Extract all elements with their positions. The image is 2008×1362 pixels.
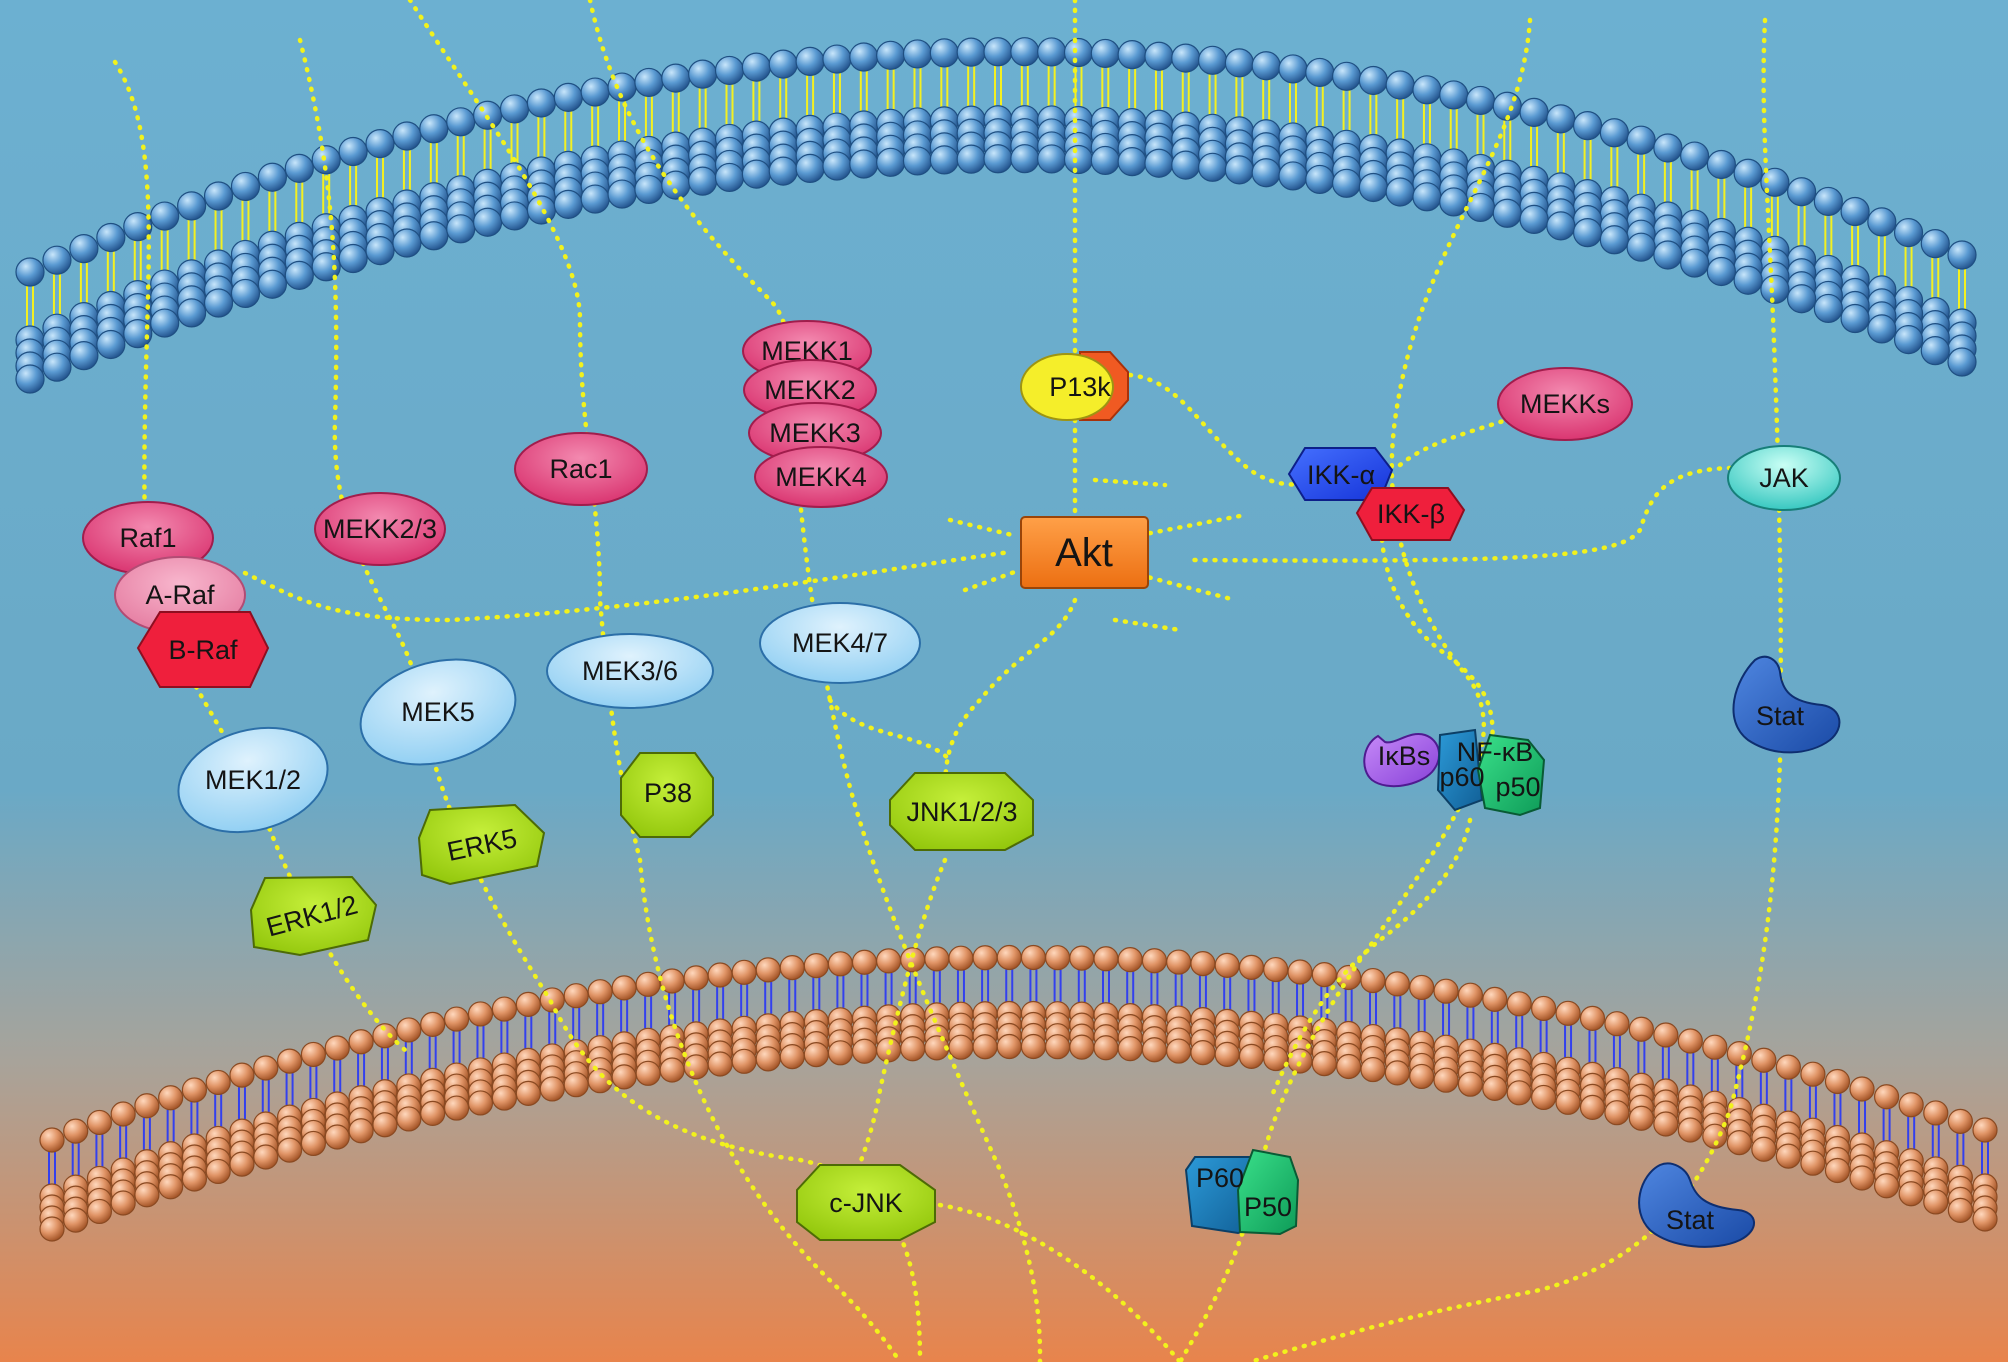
pathway-line <box>1137 572 1238 603</box>
membrane-tails <box>26 65 1966 326</box>
nfkb-complex[interactable]: IκBs NF-κB p60 p50 <box>1363 728 1546 817</box>
raf1-label: Raf1 <box>119 523 176 553</box>
nfkb-label: NF-κB <box>1457 737 1534 767</box>
mekk2-3-node[interactable]: MEKK2/3 <box>314 492 446 566</box>
mekk4-node[interactable]: MEKK4 <box>754 446 888 508</box>
jak-node[interactable]: JAK <box>1727 445 1841 511</box>
mekk2-node[interactable]: MEKK2 <box>743 359 877 421</box>
pathway-line <box>942 597 1078 793</box>
b-raf-label: B-Raf <box>168 635 238 665</box>
a-raf-label: A-Raf <box>145 580 215 610</box>
b-raf-node[interactable]: B-Raf <box>136 611 270 688</box>
ikk-alpha-label: IKK-α <box>1307 460 1375 490</box>
ikk-beta-label: IKK-β <box>1377 499 1445 529</box>
stat-nucleus-node[interactable]: Stat <box>1638 1162 1755 1248</box>
pi3k-node[interactable]: P13k <box>1020 351 1129 421</box>
ikbs-shape <box>1363 732 1441 788</box>
p38-label: P38 <box>644 778 692 808</box>
mek4-7-label: MEK4/7 <box>792 628 888 658</box>
mek3-6-node[interactable]: MEK3/6 <box>546 633 714 709</box>
pathway-line <box>1247 17 1784 1362</box>
erk1-2-node[interactable]: ERK1/2 <box>249 875 378 957</box>
mekks-label: MEKKs <box>1520 389 1610 419</box>
p38-node[interactable]: P38 <box>620 752 714 838</box>
ikk-beta-node[interactable]: IKK-β <box>1355 487 1466 541</box>
pathway-line <box>407 0 903 1362</box>
ikbs-label: IκBs <box>1378 741 1431 771</box>
pathway-line <box>1137 512 1248 538</box>
mek5-label: MEK5 <box>401 697 475 727</box>
stat-cytoplasm-node[interactable]: Stat <box>1732 655 1841 754</box>
jnk1-2-3-node[interactable]: JNK1/2/3 <box>889 772 1034 851</box>
pathway-line <box>1112 617 1183 633</box>
mek5-node[interactable]: MEK5 <box>349 643 527 780</box>
akt-label: Akt <box>1055 531 1113 575</box>
c-jnk-node[interactable]: c-JNK <box>796 1164 936 1241</box>
rac1-node[interactable]: Rac1 <box>514 432 648 506</box>
erk5-node[interactable]: ERK5 <box>417 803 546 886</box>
membrane-tails <box>48 969 1989 1184</box>
mekks-node[interactable]: MEKKs <box>1497 367 1633 441</box>
mekk2-3-label: MEKK2/3 <box>323 514 437 544</box>
pathway-line <box>947 517 1015 538</box>
pathway-line <box>1267 817 1473 1103</box>
ikk-alpha-node[interactable]: IKK-α <box>1287 447 1394 501</box>
p60-complex-shape <box>1436 728 1484 812</box>
p60-p50-nucleus-complex[interactable]: P60 P50 <box>1184 1148 1300 1236</box>
pathway-line <box>1378 477 1495 763</box>
p50-nucleus-shape <box>1236 1148 1300 1236</box>
mekk4-label: MEKK4 <box>775 462 867 492</box>
pathway-line <box>1177 17 1533 1362</box>
p50-complex-shape <box>1476 733 1546 817</box>
mek1-2-label: MEK1/2 <box>205 765 301 795</box>
c-jnk-label: c-JNK <box>829 1188 903 1218</box>
p50-complex-label: p50 <box>1495 772 1540 802</box>
mek1-2-node[interactable]: MEK1/2 <box>167 712 340 848</box>
jnk1-2-3-label: JNK1/2/3 <box>906 797 1017 827</box>
p50-nucleus-label: P50 <box>1244 1192 1292 1222</box>
stat-nucleus-label: Stat <box>1666 1205 1715 1235</box>
pathway-line <box>827 697 953 763</box>
mek4-7-node[interactable]: MEK4/7 <box>759 602 921 684</box>
pathway-line <box>242 549 1013 623</box>
rac1-label: Rac1 <box>549 454 612 484</box>
stat-cytoplasm-label: Stat <box>1756 701 1805 731</box>
pathway-line <box>1092 477 1168 488</box>
mek3-6-label: MEK3/6 <box>582 656 678 686</box>
jak-label: JAK <box>1759 463 1809 493</box>
membrane-inner-leaflet <box>15 144 1977 394</box>
mekk2-label: MEKK2 <box>764 375 856 405</box>
mekk3-label: MEKK3 <box>769 418 861 448</box>
pathway-line <box>962 567 1023 593</box>
membrane-inner-leaflet <box>39 1033 1998 1242</box>
p60-nucleus-label: P60 <box>1196 1163 1244 1193</box>
outer-membrane <box>15 37 1977 394</box>
p60-complex-label: p60 <box>1439 762 1484 792</box>
akt-node[interactable]: Akt <box>1020 516 1149 589</box>
pi3k-label: P13k <box>1049 372 1111 402</box>
